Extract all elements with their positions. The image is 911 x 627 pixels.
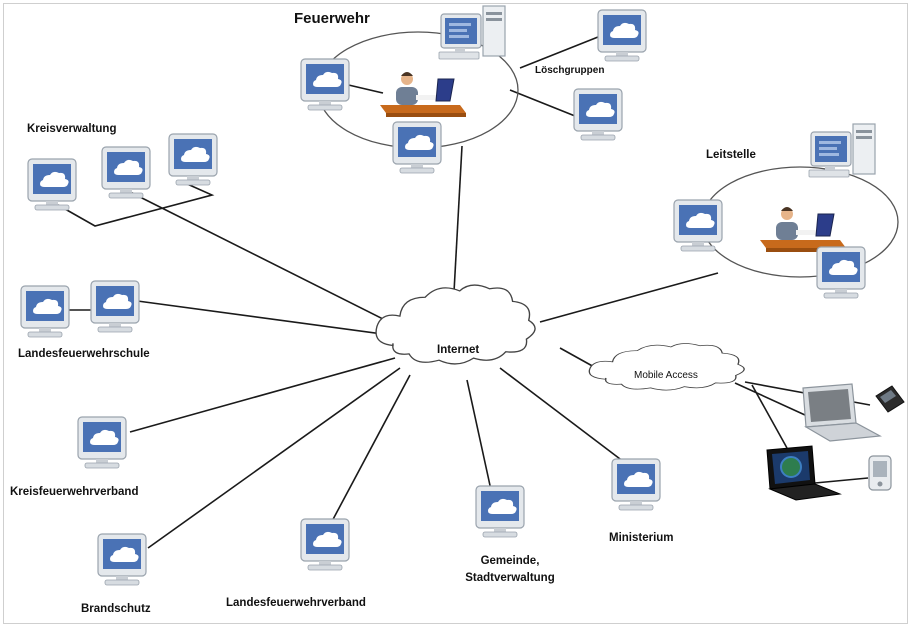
link-loeschgruppe-2 <box>509 89 581 119</box>
laptop-icon <box>802 383 883 442</box>
gemeinde-label-line1: Gemeinde, <box>480 555 540 567</box>
monitor-icon <box>300 58 350 111</box>
leitstelle-group-ellipse <box>701 166 899 278</box>
link-feuerwehr <box>453 145 463 293</box>
monitor-icon <box>20 285 70 338</box>
monitor-icon <box>816 246 866 299</box>
link-pda <box>814 477 869 484</box>
kreisverwaltung-label: Kreisverwaltung <box>27 123 117 135</box>
monitor-icon <box>27 158 77 211</box>
link-mobile-access <box>559 347 597 369</box>
monitor-icon <box>611 458 661 511</box>
feuerwehr-label: Feuerwehr <box>294 10 370 27</box>
kreisfeuerwehrverband-label: Kreisfeuerwehrverband <box>10 486 139 498</box>
internet-label: Internet <box>437 344 480 356</box>
link-landesfeuerwehrschule <box>129 299 391 336</box>
link-kreisverwaltung-local <box>57 182 215 227</box>
loeschgruppen-label: Löschgruppen <box>535 65 605 76</box>
monitor-icon <box>597 9 647 62</box>
person-at-desk-icon <box>759 206 847 253</box>
link-laptop <box>734 382 806 416</box>
monitor-icon <box>392 121 442 174</box>
leitstelle-label: Leitstelle <box>706 149 756 161</box>
diagram-frame <box>3 3 908 624</box>
mobile-phone-icon <box>875 385 905 413</box>
desktop-computer-icon <box>438 5 506 60</box>
landesfeuerwehrverband-label: Landesfeuerwehrverband <box>226 597 366 609</box>
link-kreisverwaltung <box>129 191 396 326</box>
monitor-icon <box>101 146 151 199</box>
monitor-icon <box>573 88 623 141</box>
link-landesfeuerwehrverband <box>329 374 411 526</box>
pda-icon <box>868 455 892 491</box>
monitor-icon <box>77 416 127 469</box>
person-at-desk-icon <box>379 71 467 118</box>
monitor-icon <box>475 485 525 538</box>
link-loeschgruppe-1 <box>519 36 599 69</box>
monitor-icon <box>168 133 218 186</box>
link-kreisfeuerwehrverband <box>129 357 396 433</box>
mobile-access-label: Mobile Access <box>634 370 698 381</box>
monitor-icon <box>90 280 140 333</box>
monitor-icon <box>97 533 147 586</box>
desktop-computer-icon <box>808 123 876 178</box>
link-brandschutz <box>147 367 401 549</box>
gemeinde-label-line2: Stadtverwaltung <box>465 572 555 584</box>
landesfeuerwehrschule-label: Landesfeuerwehrschule <box>18 348 150 360</box>
link-globe-laptop <box>751 384 788 449</box>
monitor-icon <box>300 518 350 571</box>
mobile-access-cloud-icon <box>588 342 745 391</box>
link-ministerium <box>499 367 629 466</box>
monitor-icon <box>673 199 723 252</box>
brandschutz-label: Brandschutz <box>81 603 151 615</box>
link-leitstelle <box>539 272 719 323</box>
link-gemeinde <box>466 379 492 491</box>
ministerium-label: Ministerium <box>609 532 674 544</box>
laptop-globe-icon <box>766 445 842 501</box>
